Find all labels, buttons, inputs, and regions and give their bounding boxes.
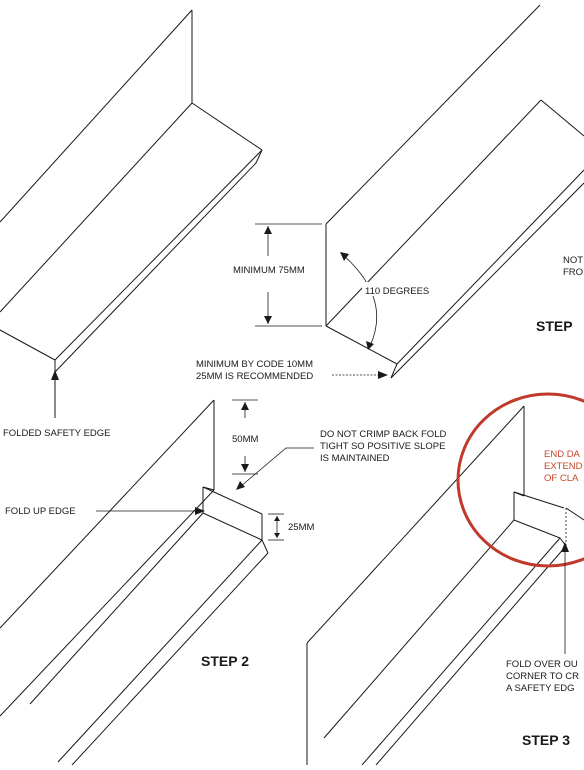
note-label-1: NOT (563, 255, 583, 266)
step2-label: STEP 2 (201, 653, 249, 669)
angle-110-label: 110 DEGREES (365, 286, 429, 297)
end-dam-label-1: END DA (544, 449, 581, 460)
minimum-75mm-dimension: MINIMUM 75MM (233, 223, 322, 327)
step1-label: STEP (536, 318, 573, 334)
fold-up-edge-label: FOLD UP EDGE (5, 506, 76, 517)
dimension-50mm: 50MM (232, 399, 258, 475)
end-dam-label-2: EXTEND (544, 461, 583, 472)
crimp-label-2: TIGHT SO POSITIVE SLOPE (320, 441, 445, 452)
note-label-2: FRO (563, 267, 583, 278)
crimp-callout: DO NOT CRIMP BACK FOLD TIGHT SO POSITIVE… (236, 429, 446, 490)
crimp-label-1: DO NOT CRIMP BACK FOLD (320, 429, 446, 440)
fold-over-label-2: CORNER TO CR (506, 671, 579, 682)
fold-over-label-3: A SAFETY EDG (506, 683, 574, 694)
step1-panel (325, 4, 584, 379)
safety-edge-panel (0, 9, 263, 373)
fold-up-edge-callout: FOLD UP EDGE (5, 506, 205, 517)
minimum-75mm-label: MINIMUM 75MM (233, 265, 305, 276)
dim-25mm-label: 25MM (288, 522, 314, 533)
highlight-circle (456, 392, 584, 568)
min-code-label-1: MINIMUM BY CODE 10MM (196, 359, 313, 370)
min-code-label-2: 25MM IS RECOMMENDED (196, 371, 313, 382)
end-dam-label-3: OF CLA (544, 473, 579, 484)
step2-panel (0, 399, 269, 766)
dimension-25mm: 25MM (268, 513, 314, 541)
dim-50mm-label: 50MM (232, 434, 258, 445)
step3-label: STEP 3 (522, 732, 570, 748)
fold-over-label-1: FOLD OVER OU (506, 659, 578, 670)
end-dam-callout: END DA EXTEND OF CLA (544, 449, 583, 484)
fold-over-callout: FOLD OVER OU CORNER TO CR A SAFETY EDG (506, 542, 579, 694)
crimp-label-3: IS MAINTAINED (320, 453, 390, 464)
angle-110-arc: 110 DEGREES (340, 252, 448, 350)
folded-safety-edge-callout: FOLDED SAFETY EDGE (3, 370, 111, 439)
step3-panel (306, 405, 584, 766)
minimum-code-callout: MINIMUM BY CODE 10MM 25MM IS RECOMMENDED (196, 359, 388, 382)
folded-safety-edge-label: FOLDED SAFETY EDGE (3, 428, 111, 439)
